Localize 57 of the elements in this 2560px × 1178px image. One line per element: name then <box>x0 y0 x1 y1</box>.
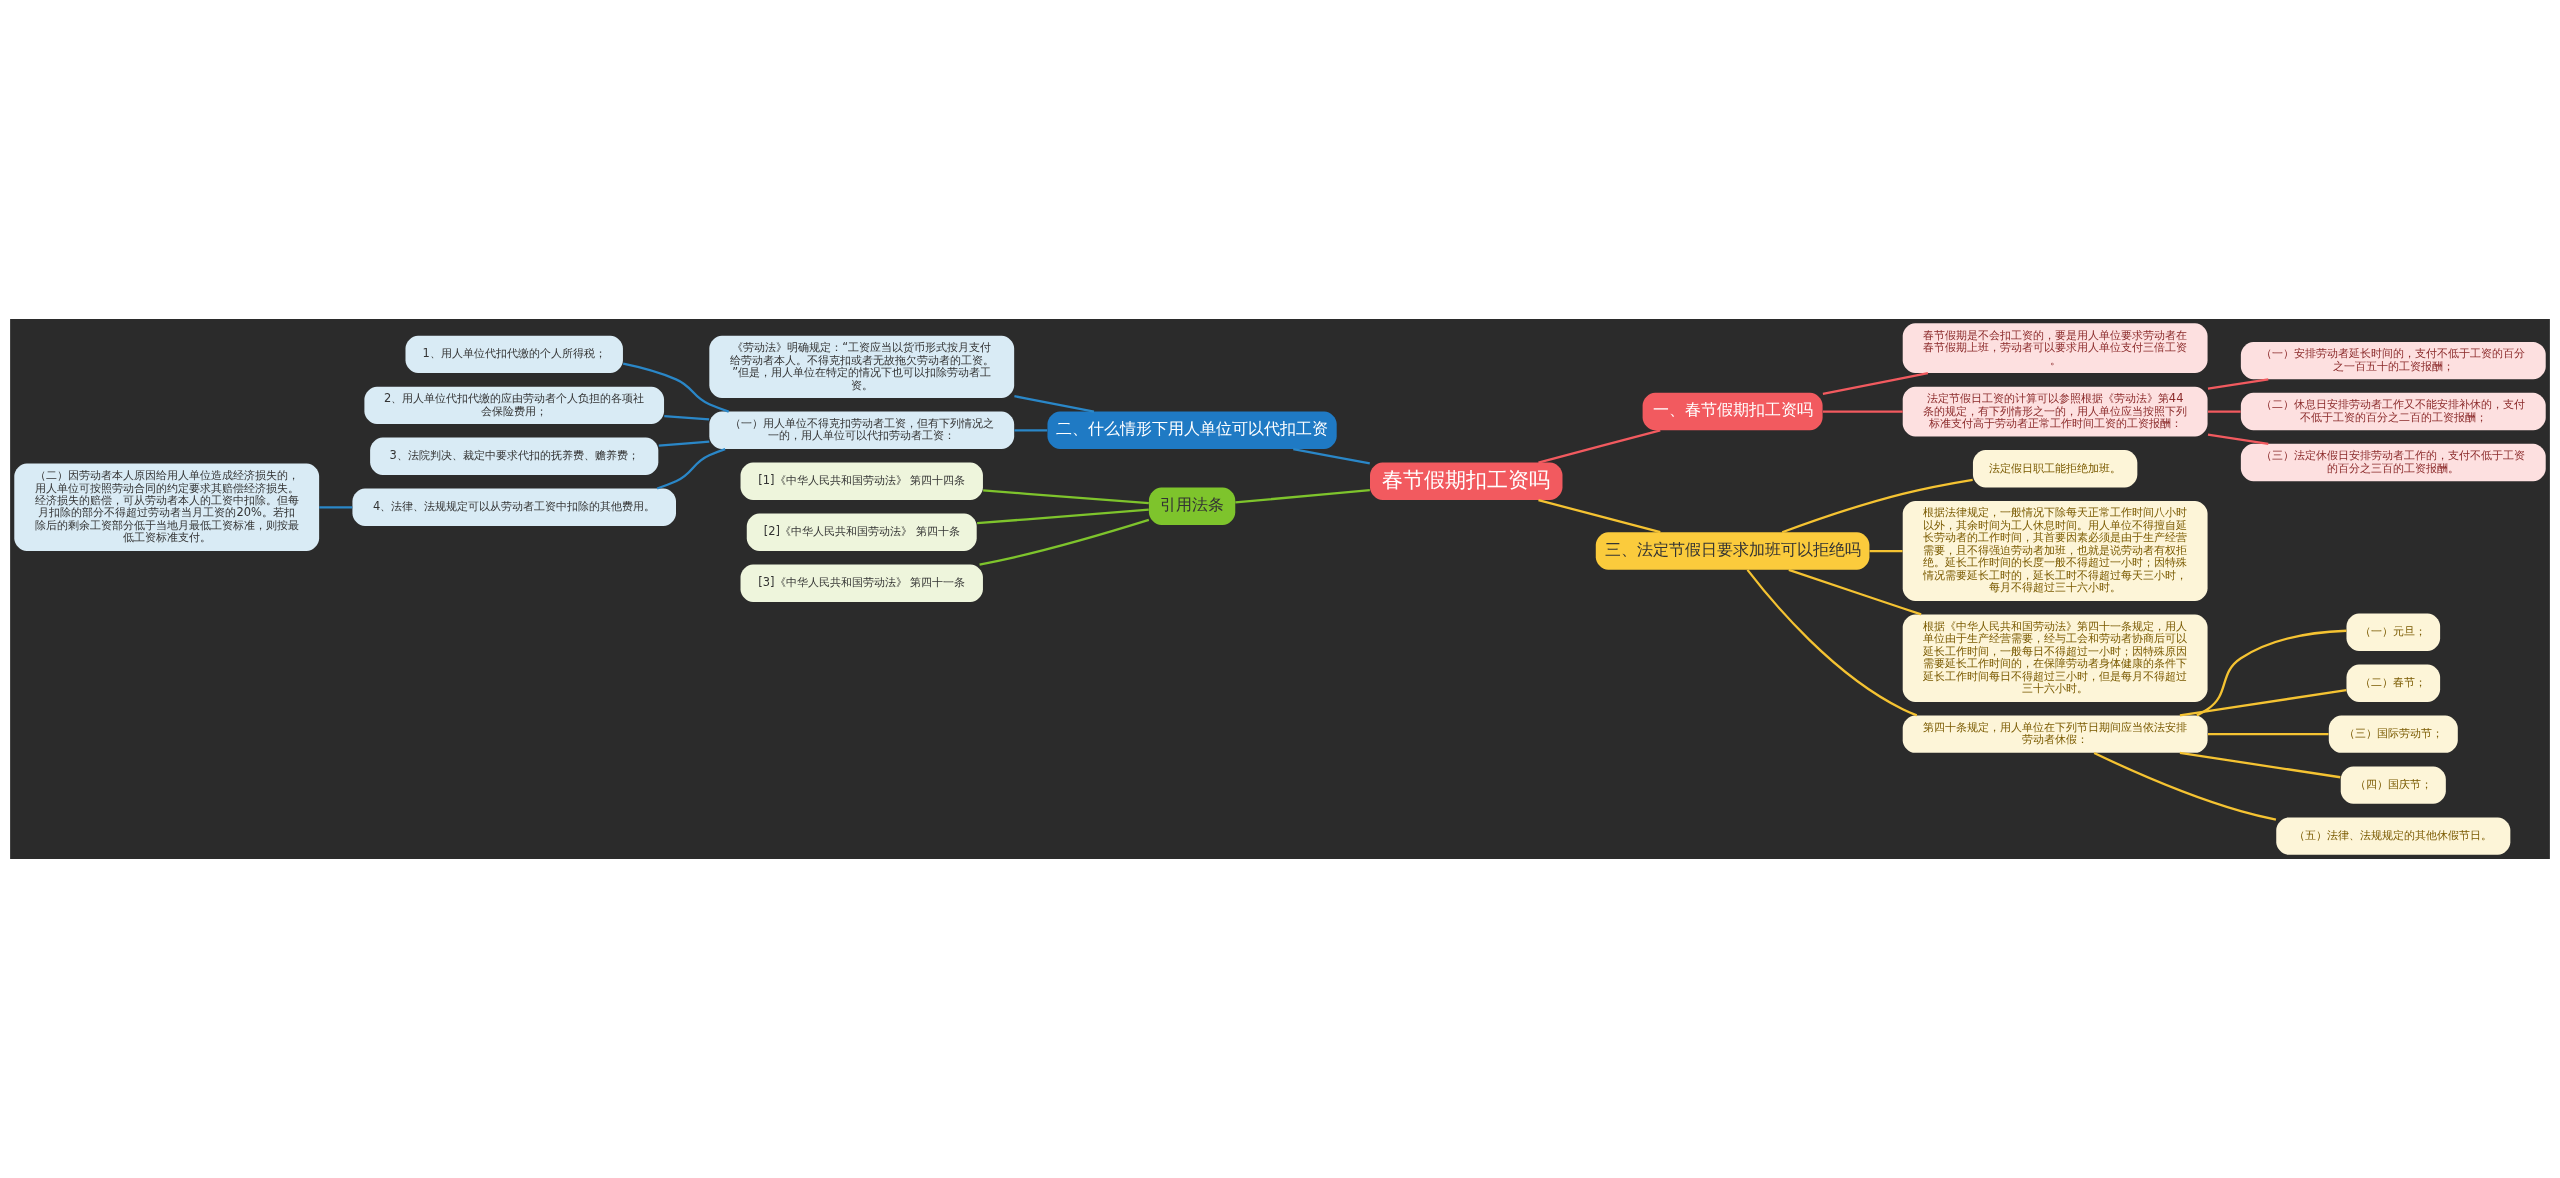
connector <box>2093 752 2277 821</box>
node-box: 2、用人单位代扣代缴的应由劳动者个人负担的各项社会保险费用； <box>364 386 665 425</box>
connector <box>1235 488 1370 504</box>
connector <box>2179 689 2347 717</box>
connector <box>622 362 730 413</box>
node-box: 4、法律、法规规定可以从劳动者工资中扣除的其他费用。 <box>352 488 676 527</box>
connector <box>1822 372 1929 396</box>
node-box: [1]《中华人民共和国劳动法》 第四十四条 <box>740 462 983 501</box>
node-box: 第四十条规定，用人单位在下列节日期间应当依法安排劳动者休假： <box>1902 715 2208 753</box>
connector <box>1538 429 1661 464</box>
connector <box>2196 629 2347 717</box>
node-box: 法定节假日工资的计算可以参照根据《劳动法》第44条的规定，有下列情形之一的，用人单位应当按照下列标准支付高于劳动者正常工作时间工资的工资报酬： <box>1902 386 2208 437</box>
connector <box>2207 433 2269 445</box>
connector <box>2179 751 2341 779</box>
connector <box>983 489 1149 505</box>
node-box: （五）法律、法规规定的其他休假节日。 <box>2276 817 2511 855</box>
connector <box>977 508 1149 525</box>
node-box: 根据《中华人民共和国劳动法》第四十一条规定，用人单位由于生产经营需要，经与工会和劳动者协商后可以延长工作时间，一般每日不得超过一小时；因特殊原因需要延长工作时间的，在保障劳动者身体健康的条件下延长工作时间每日不得超过三小时，但是每月不得超过三十六小时。 <box>1902 614 2208 702</box>
node-box: 一、春节假期扣工资吗 <box>1642 392 1823 431</box>
node-box: [2]《中华人民共和国劳动法》 第四十条 <box>746 513 977 551</box>
node-box: 春节假期扣工资吗 <box>1370 462 1563 501</box>
node-box: 1、用人单位代扣代缴的个人所得税； <box>405 335 623 374</box>
connector <box>1781 478 1973 534</box>
node-box: （四）国庆节； <box>2340 766 2446 804</box>
node-box: 二、什么情形下用人单位可以代扣工资 <box>1047 411 1337 450</box>
node-box: （二）休息日安排劳动者工作又不能安排补休的，支付不低于工资的百分之二百的工资报酬； <box>2240 392 2546 431</box>
connector <box>2208 410 2241 413</box>
node-box: （一）安排劳动者延长时间的，支付不低于工资的百分之一百五十的工资报酬； <box>2240 341 2546 380</box>
connector <box>1538 498 1661 534</box>
connector <box>658 440 710 447</box>
connector <box>2207 378 2269 390</box>
node-box: （二）因劳动者本人原因给用人单位造成经济损失的，用人单位可按照劳动合同的约定要求其赔偿经济损失。经济损失的赔偿，可从劳动者本人的工资中扣除。但每月扣除的部分不得超过劳动者当月工资的20%。若扣除后的剩余工资部分低于当地月最低工资标准，则按最低工资标准支付。 <box>14 463 320 551</box>
node-box: （一）用人单位不得克扣劳动者工资，但有下列情况之一的，用人单位可以代扣劳动者工资： <box>709 411 1015 450</box>
connector <box>1746 569 1918 717</box>
connector <box>2208 733 2329 736</box>
node-box: （一）元旦； <box>2346 613 2441 651</box>
connector <box>1869 549 1903 553</box>
connector <box>1014 395 1095 413</box>
connector <box>1822 410 1903 413</box>
node-box: [3]《中华人民共和国劳动法》 第四十一条 <box>740 564 983 602</box>
node-box: 三、法定节假日要求加班可以拒绝吗 <box>1595 532 1870 570</box>
node-box: 春节假期是不会扣工资的，要是用人单位要求劳动者在春节假期上班，劳动者可以要求用人单位支付三倍工资。 <box>1902 323 2208 374</box>
connector <box>1014 429 1048 432</box>
node-box: （三）法定休假日安排劳动者工作的，支付不低于工资的百分之三百的工资报酬。 <box>2240 443 2546 482</box>
connector <box>656 448 726 490</box>
node-box: 《劳动法》明确规定：“工资应当以货币形式按月支付给劳动者本人。不得克扣或者无故拖欠劳动者的工资。”但是，用人单位在特定的情况下也可以扣除劳动者工资。 <box>709 335 1015 399</box>
connector <box>319 506 353 509</box>
connector <box>979 518 1150 566</box>
connector <box>664 415 710 421</box>
node-box: 根据法律规定，一般情况下除每天正常工作时间八小时以外，其余时间为工人休息时间。用人单位不得擅自延长劳动者的工作时间，其首要因素必须是由于生产经营需要，且不得强迫劳动者加班，也就是说劳动者有权拒绝。延长工作时间的长度一般不得超过一小时；因特殊情况需要延长工时的，延长工时不得超过每天三小时，每月不得超过三十六小时。 <box>1902 501 2208 601</box>
node-box: （二）春节； <box>2346 664 2441 702</box>
node-box: 3、法院判决、裁定中要求代扣的抚养费、赡养费； <box>370 437 659 476</box>
node-box: 引用法条 <box>1148 487 1236 525</box>
connector <box>1788 568 1922 616</box>
node-box: 法定假日职工能拒绝加班。 <box>1972 450 2138 488</box>
connector <box>1293 447 1370 465</box>
node-box: （三）国际劳动节； <box>2328 715 2458 753</box>
